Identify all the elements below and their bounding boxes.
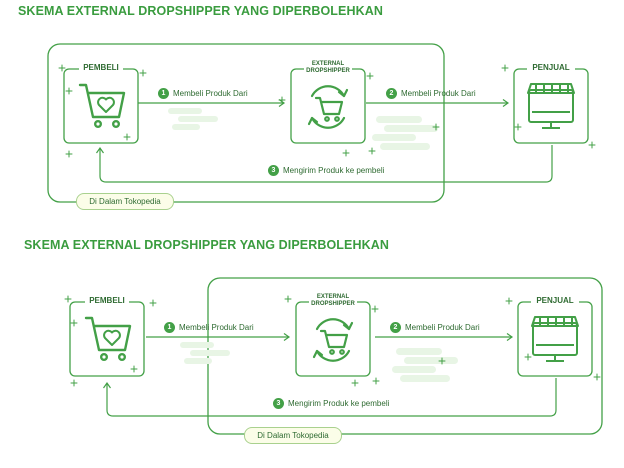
step-text: Mengirim Produk ke pembeli <box>288 399 390 408</box>
diagram-1-sparkles <box>58 64 596 158</box>
diagram-1-step-3: 3 Mengirim Produk ke pembeli <box>268 165 384 176</box>
diagram-2-seller-label: PENJUAL <box>531 296 579 305</box>
diagram-2-seller-box <box>517 301 593 377</box>
step-number-badge: 2 <box>386 88 397 99</box>
step-number-badge: 3 <box>268 165 279 176</box>
diagram-2-buyer-box <box>69 301 145 377</box>
storefront-monitor-icon <box>527 83 575 129</box>
step-text: Membeli Produk Dari <box>401 89 476 98</box>
diagram-1-seller-box <box>513 68 589 144</box>
diagram-2-clouds <box>180 342 458 382</box>
diagram-2-step-1: 1 Membeli Produk Dari <box>164 322 254 333</box>
diagram-2-dropshipper-box <box>295 301 371 377</box>
diagram-2-arrow-3 <box>106 378 557 417</box>
shopping-cart-heart-icon <box>84 316 132 362</box>
step-text: Membeli Produk Dari <box>405 323 480 332</box>
step-text: Membeli Produk Dari <box>173 89 248 98</box>
diagram-2-dropshipper-label: EXTERNAL DROPSHIPPER <box>309 294 357 307</box>
diagram-1-dropshipper-box <box>290 68 366 144</box>
cart-cycle-icon <box>307 85 349 129</box>
step-number-badge: 1 <box>158 88 169 99</box>
diagram-2-step-3: 3 Mengirim Produk ke pembeli <box>273 398 389 409</box>
cart-cycle-icon <box>312 318 354 362</box>
shopping-cart-heart-icon <box>78 83 126 128</box>
diagram-2-buyer-label: PEMBELI <box>85 296 129 305</box>
diagram-2-region-label: Di Dalam Tokopedia <box>244 427 342 444</box>
step-number-badge: 1 <box>164 322 175 333</box>
step-number-badge: 3 <box>273 398 284 409</box>
diagram-2-title: SKEMA EXTERNAL DROPSHIPPER YANG DIPERBOL… <box>24 238 389 252</box>
diagram-2-step-2: 2 Membeli Produk Dari <box>390 322 480 333</box>
diagram-1-buyer-label: PEMBELI <box>79 63 123 72</box>
storefront-monitor-icon <box>531 316 579 362</box>
diagram-1-step-1: 1 Membeli Produk Dari <box>158 88 248 99</box>
step-text: Mengirim Produk ke pembeli <box>283 166 385 175</box>
step-number-badge: 2 <box>390 322 401 333</box>
diagram-2-sparkles <box>64 295 601 387</box>
diagram-1-dropshipper-label: EXTERNAL DROPSHIPPER <box>304 61 352 74</box>
diagram-1-region-label: Di Dalam Tokopedia <box>76 193 174 210</box>
diagram-1-clouds <box>168 108 438 150</box>
diagram-1-arrow-3 <box>99 145 553 183</box>
diagram-1-seller-label: PENJUAL <box>527 63 575 72</box>
diagram-1-title: SKEMA EXTERNAL DROPSHIPPER YANG DIPERBOL… <box>18 4 383 18</box>
step-text: Membeli Produk Dari <box>179 323 254 332</box>
diagram-1-step-2: 2 Membeli Produk Dari <box>386 88 476 99</box>
diagram-1-tokopedia-region <box>47 43 445 203</box>
